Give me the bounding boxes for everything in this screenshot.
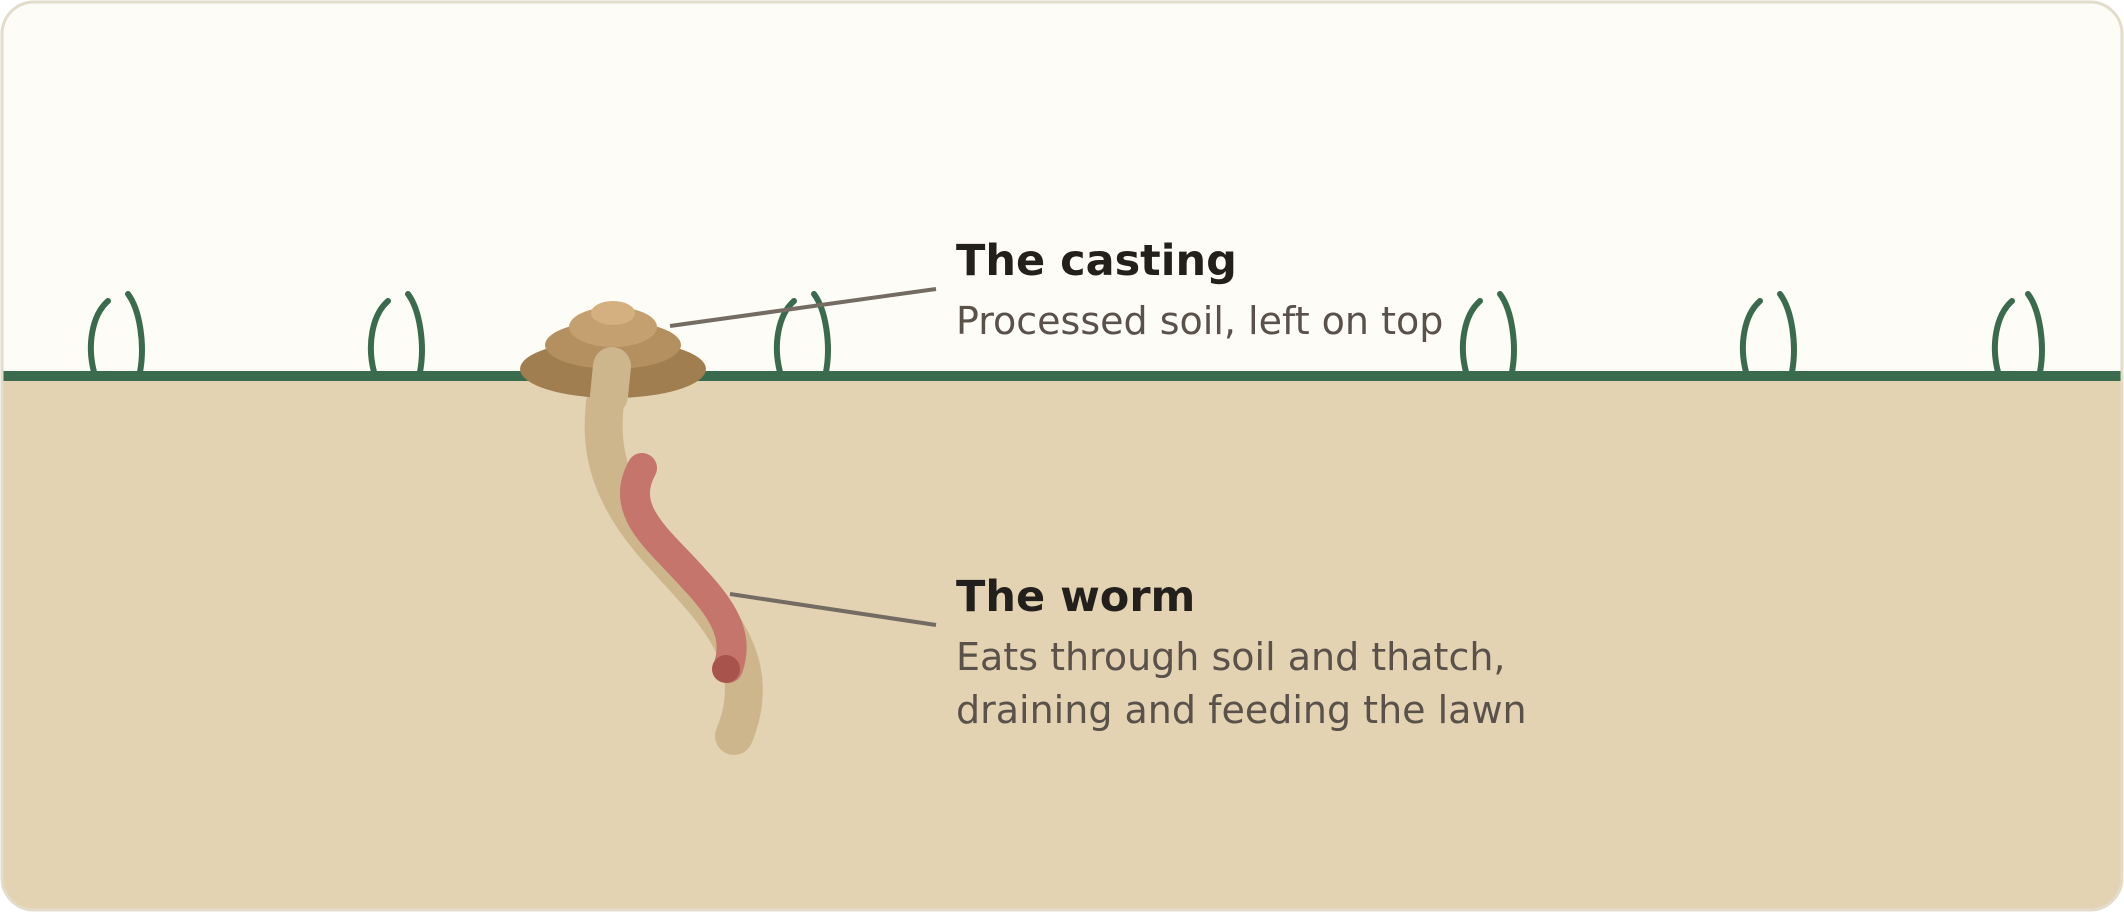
worm-body: [620, 453, 747, 683]
casting-leader-line: [669, 287, 937, 328]
worm-leader-line: [729, 592, 937, 627]
soil-area: [2, 376, 2122, 910]
sky-area: [2, 2, 2122, 376]
ground-line: [2, 371, 2122, 381]
worm-title: The worm: [956, 572, 1195, 622]
casting-mound: [520, 301, 706, 398]
grass-tuft: [367, 291, 425, 375]
grass-tuft: [1739, 291, 1797, 375]
worm-description-line-1: Eats through soil and thatch,: [956, 635, 1506, 679]
casting-description: Processed soil, left on top: [956, 299, 1443, 343]
tunnel-entrance: [590, 347, 631, 415]
grass-tuft: [1991, 291, 2045, 375]
grass-tuft: [773, 291, 831, 375]
grass-tuft: [1459, 291, 1517, 375]
casting-title: The casting: [956, 236, 1237, 286]
worm-head: [712, 655, 740, 683]
grass-tuft: [87, 291, 145, 375]
worm-description-line-2: draining and feeding the lawn: [956, 688, 1527, 732]
